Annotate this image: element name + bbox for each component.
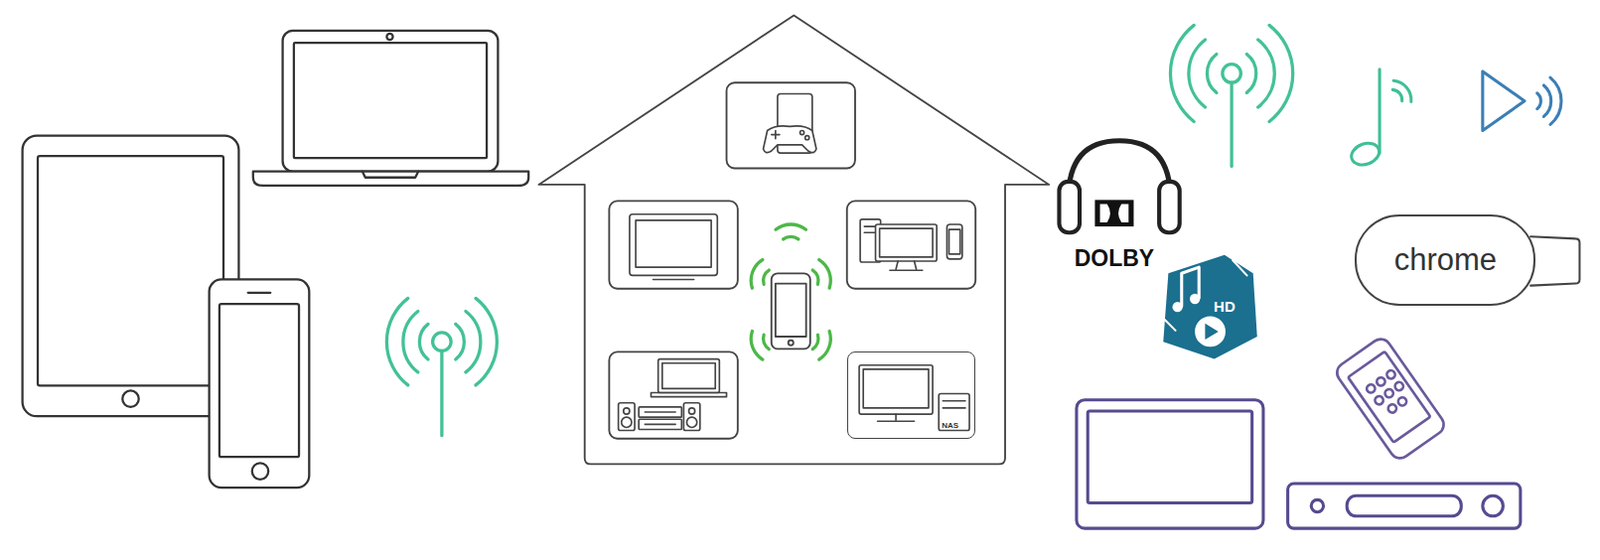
signal-arc — [783, 236, 799, 240]
signal-arc — [812, 334, 819, 349]
signal-arc — [763, 270, 770, 285]
signal-arc — [475, 297, 497, 386]
antenna-head — [433, 332, 451, 351]
signal-arc — [750, 260, 763, 290]
signal-arc — [750, 330, 763, 360]
signal-waves — [386, 24, 1562, 436]
antenna-mast — [439, 350, 443, 436]
signal-arc — [455, 323, 465, 360]
signal-arc — [1537, 93, 1542, 110]
signal-arc — [403, 310, 419, 372]
game-icon — [763, 94, 817, 154]
play-icon — [1482, 71, 1525, 132]
remote-icon — [1332, 335, 1448, 463]
hd-badge-text: HD — [1213, 298, 1236, 314]
signal-arc — [1550, 77, 1562, 125]
signal-arc — [1169, 24, 1194, 122]
signal-arc — [1269, 24, 1294, 122]
signal-arc — [386, 297, 408, 386]
signal-arc — [1543, 85, 1551, 117]
dongle-plug — [1530, 236, 1580, 286]
signal-arc — [812, 270, 819, 285]
signal-arc — [819, 260, 832, 290]
hd-video-icon — [1163, 255, 1258, 360]
signal-arc — [1392, 89, 1402, 101]
stereo-icon — [618, 359, 728, 432]
tv-icon — [629, 214, 718, 281]
desktop-icon — [860, 219, 963, 271]
phone-icon — [209, 279, 310, 488]
signal-arc — [763, 334, 770, 349]
signal-arc — [419, 323, 429, 360]
tablet-icon — [22, 136, 240, 418]
node-text: NAS — [941, 422, 959, 431]
signal-arc — [1188, 39, 1206, 108]
chromecast-dongle: chrome — [1354, 214, 1536, 306]
signal-arc — [1246, 54, 1256, 94]
signal-arc — [819, 330, 832, 360]
nas-box: NAS — [847, 351, 976, 438]
antenna-head — [1222, 64, 1241, 83]
center-phone — [771, 273, 811, 349]
signal-arc — [1258, 39, 1276, 108]
music-icon — [1348, 69, 1383, 169]
signal-arc — [1206, 54, 1216, 94]
signal-arc — [775, 224, 806, 230]
dolby-wordmark: DOLBY — [1074, 247, 1156, 271]
node-text: chrome — [1394, 244, 1497, 276]
antenna-mast — [1229, 82, 1233, 166]
house-outline — [538, 14, 1049, 464]
nas-icon — [859, 365, 970, 432]
laptop-icon — [253, 30, 529, 186]
tv-set — [1076, 400, 1521, 529]
signal-arc — [465, 310, 481, 372]
signal-arc — [1393, 80, 1412, 102]
headphones-icon — [1058, 141, 1179, 233]
